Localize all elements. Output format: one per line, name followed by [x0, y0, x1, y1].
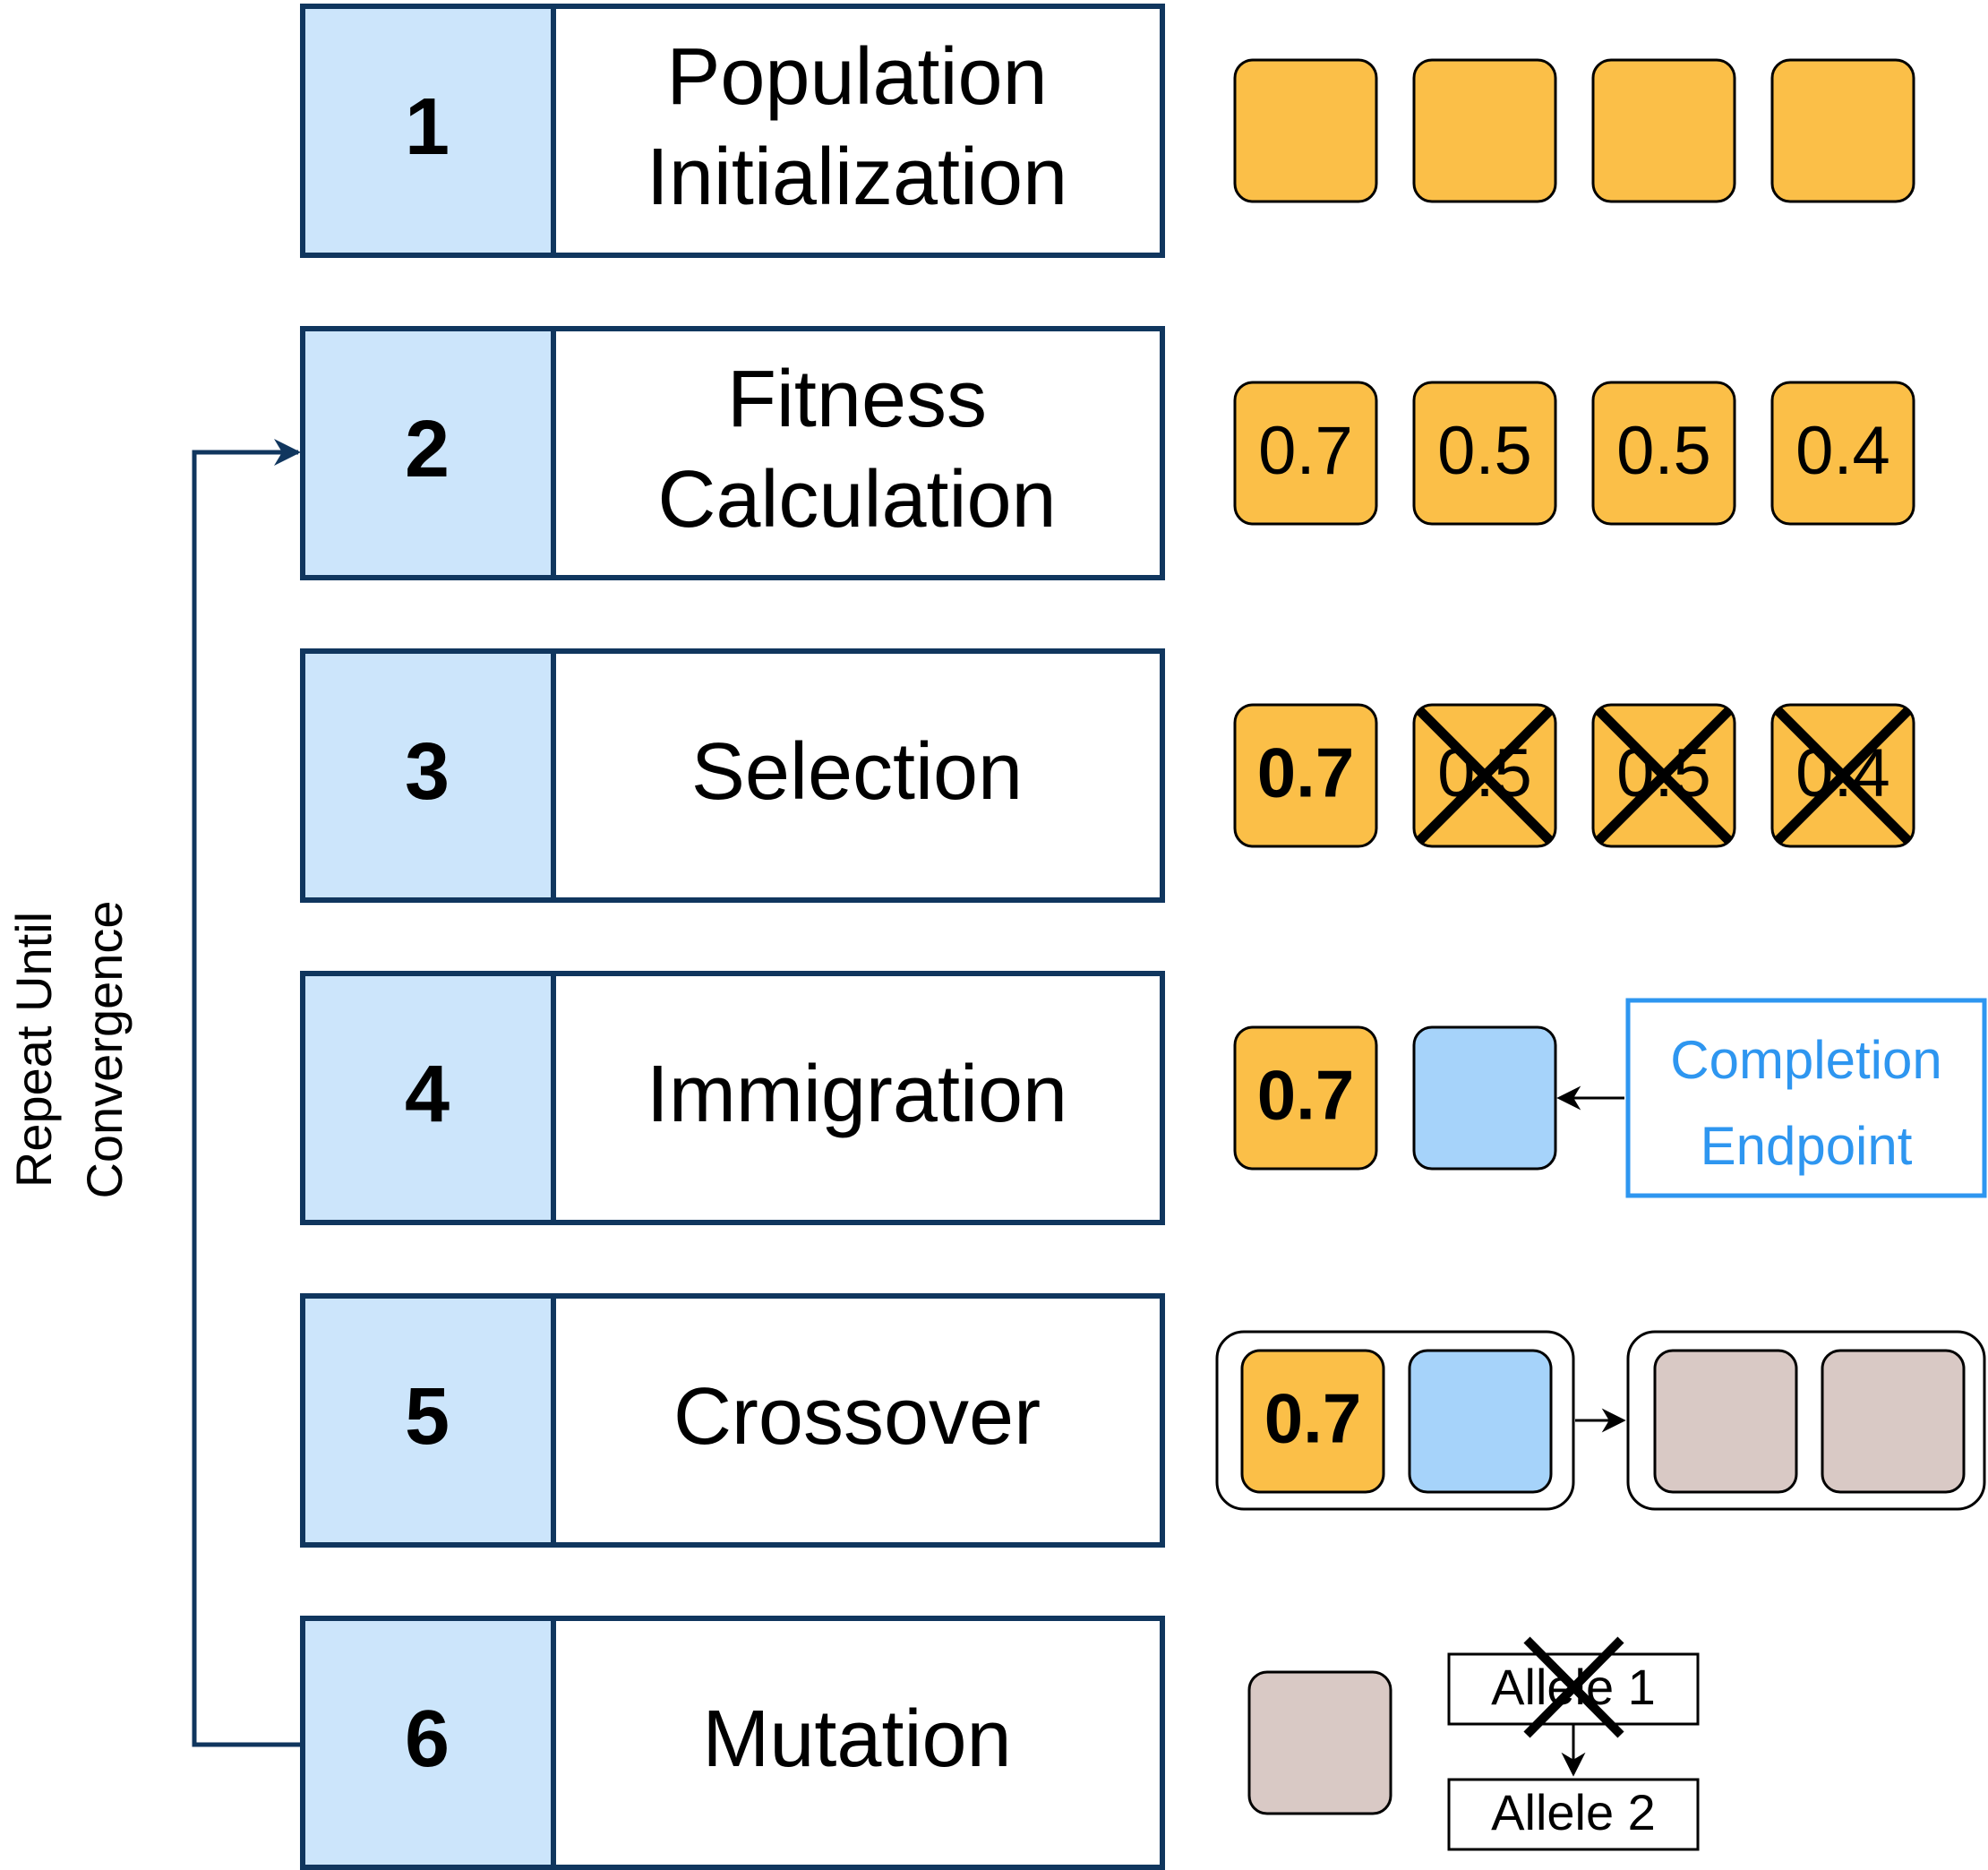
step-number-cell — [300, 971, 556, 1225]
selected-score: 0.7 — [1257, 733, 1354, 812]
loop-label-line1: Repeat Until — [5, 912, 62, 1188]
loop-arrow — [192, 439, 302, 1747]
step-number-cell — [300, 4, 556, 258]
parent-selected — [1240, 1349, 1385, 1494]
loop-label-line2: Convergence — [76, 900, 133, 1198]
individual — [1412, 58, 1557, 203]
selected-score-label: 0.7 — [1257, 1056, 1354, 1135]
step-title: Crossover — [673, 1372, 1041, 1462]
step-title-cell — [551, 648, 1165, 903]
step-title-line1: Fitness — [727, 355, 987, 444]
selected-individual — [1233, 703, 1378, 848]
step-title-cell — [551, 4, 1165, 258]
step-number: 5 — [405, 1372, 450, 1462]
selected-individual — [1233, 1025, 1378, 1171]
fitness-score: 0.4 — [1795, 413, 1890, 489]
step-number: 4 — [405, 1050, 450, 1139]
mutation-illustration: Allele 1 Allele 2 — [1247, 1636, 1700, 1851]
step-title: Selection — [691, 727, 1023, 817]
step-3: 3 Selection — [300, 648, 1165, 903]
completion-endpoint-box — [1625, 998, 1987, 1198]
step-title-cell — [551, 1293, 1165, 1548]
immigrant-individual — [1412, 1025, 1557, 1171]
step-number: 6 — [405, 1694, 450, 1784]
parent-immigrant — [1408, 1349, 1553, 1494]
allele-2-box — [1447, 1778, 1700, 1851]
step-number: 3 — [405, 727, 450, 817]
reject-cross-icon — [1774, 707, 1912, 845]
step-5: 5 Crossover — [300, 1293, 1165, 1548]
step-6: 6 Mutation — [300, 1616, 1165, 1870]
individual — [1770, 58, 1915, 203]
step-number-cell — [300, 326, 556, 580]
step-number: 2 — [405, 405, 450, 494]
reject-cross-icon — [1416, 707, 1554, 845]
step-4: 4 Immigration — [300, 971, 1165, 1225]
step-title-cell — [551, 326, 1165, 580]
step-title: Mutation — [702, 1694, 1011, 1784]
scored-individual — [1412, 381, 1557, 526]
immigration-illustration: 0.7 Completion Endpoint — [1233, 998, 1987, 1198]
step-title-cell — [551, 971, 1165, 1225]
step-title-line2: Calculation — [657, 455, 1056, 545]
step-number: 1 — [405, 82, 450, 172]
fitness-score: 0.5 — [1616, 413, 1711, 489]
completion-endpoint-line1: Completion — [1670, 1030, 1942, 1090]
fitness-score: 0.5 — [1437, 413, 1532, 489]
step-title-line1: Population — [666, 32, 1047, 122]
individual — [1591, 58, 1736, 203]
parent-selected-score: 0.7 — [1264, 1379, 1361, 1458]
initial-population — [1233, 58, 1915, 203]
step-number-cell — [300, 1293, 556, 1548]
fitness-score: 0.7 — [1258, 413, 1353, 489]
crossover-illustration: 0.7 — [1215, 1330, 1986, 1511]
step-title: Immigration — [647, 1050, 1067, 1139]
loop-label: Repeat Until Convergence — [5, 900, 133, 1198]
allele-2-label: Allele 2 — [1491, 1784, 1656, 1840]
selection-population: 0.70.50.50.4 — [1233, 703, 1915, 848]
mutated-offspring — [1247, 1670, 1392, 1815]
scored-individual — [1591, 381, 1736, 526]
completion-endpoint-line2: Endpoint — [1701, 1116, 1913, 1176]
reject-cross-icon — [1595, 707, 1733, 845]
step-title-line2: Initialization — [647, 133, 1067, 222]
scored-individual — [1233, 381, 1378, 526]
offspring-1 — [1653, 1349, 1798, 1494]
individual — [1233, 58, 1378, 203]
allele-cross-icon — [1523, 1636, 1624, 1738]
step-title-cell — [551, 1616, 1165, 1870]
offspring-2 — [1821, 1349, 1966, 1494]
fitness-population: 0.7 0.5 0.5 0.4 — [1233, 381, 1915, 526]
scored-individual — [1770, 381, 1915, 526]
step-number-cell — [300, 648, 556, 903]
